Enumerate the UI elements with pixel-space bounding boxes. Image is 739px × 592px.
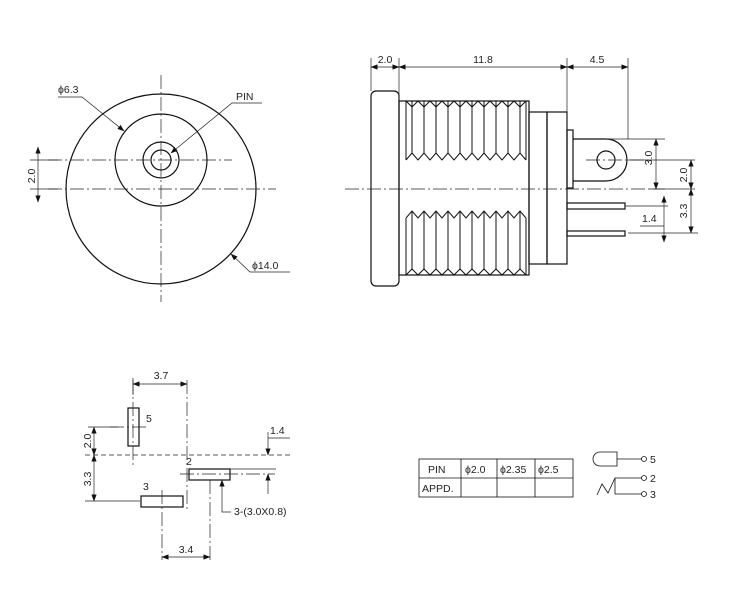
pin-leader <box>170 102 262 154</box>
pad-2 <box>188 468 231 481</box>
schematic-symbol: 5 2 3 <box>592 451 656 501</box>
schem-pin-2: 2 <box>650 473 656 485</box>
pad-note-leader <box>219 479 231 513</box>
fp-dim-3-7-label: 3.7 <box>154 370 169 382</box>
tab-base <box>566 129 574 189</box>
appd-table: PIN ϕ2.0 ϕ2.35 ϕ2.5 APPD. <box>418 458 574 498</box>
fp-dim-1-4-label: 1.4 <box>270 425 285 437</box>
pad-note-label: 3-(3.0X0.8) <box>234 506 287 518</box>
bottom-thread <box>405 210 527 276</box>
flange <box>370 90 400 287</box>
fp-dim-3-3-label: 3.3 <box>82 472 94 487</box>
pad-5-label: 5 <box>146 413 152 425</box>
phi63-leader <box>58 96 125 132</box>
pad-3-label: 3 <box>143 481 149 493</box>
front-view: 2.0 ϕ6.3 PIN ϕ14.0 <box>26 75 290 302</box>
schem-pin-3: 3 <box>650 489 656 501</box>
dim-tail-label: 4.5 <box>590 54 605 66</box>
pcb-footprint: 5 2 3 3.7 2.0 3.3 1.4 3.4 <box>82 370 290 560</box>
pad-2-label: 2 <box>186 456 192 468</box>
pin-label: PIN <box>236 91 254 103</box>
schem-pin-5: 5 <box>650 454 656 466</box>
rear-step <box>546 111 568 265</box>
dim-3-0-label: 3.0 <box>643 151 655 166</box>
phi140-leader <box>230 253 290 273</box>
table-header-phi25: ϕ2.5 <box>538 464 559 476</box>
phi63-label: ϕ6.3 <box>58 84 79 96</box>
table-header-phi20: ϕ2.0 <box>465 464 486 476</box>
pin-upper <box>566 202 626 210</box>
pin-lower <box>566 230 626 237</box>
fp-dim-3-4-label: 3.4 <box>179 544 194 556</box>
phi140-label: ϕ14.0 <box>252 260 278 272</box>
dim-flange-label: 2.0 <box>378 54 393 66</box>
table-header-phi235: ϕ2.35 <box>500 464 526 476</box>
fp-dim-2-0-label: 2.0 <box>82 434 94 449</box>
rear-housing <box>528 111 548 265</box>
dim-3-3-label: 3.3 <box>678 204 690 219</box>
table-header-pin: PIN <box>428 464 446 476</box>
dim-1-4-label: 1.4 <box>642 213 657 225</box>
front-offset-label: 2.0 <box>26 169 38 184</box>
body <box>398 100 530 276</box>
dim-body-label: 11.8 <box>473 54 493 66</box>
side-view: 2.0 11.8 4.5 3.0 2.0 3.3 1.4 <box>345 54 698 287</box>
dim-2-0-label: 2.0 <box>678 168 690 183</box>
plug-symbol <box>592 451 618 467</box>
top-thread <box>405 100 527 161</box>
table-row-appd: APPD. <box>422 483 454 495</box>
